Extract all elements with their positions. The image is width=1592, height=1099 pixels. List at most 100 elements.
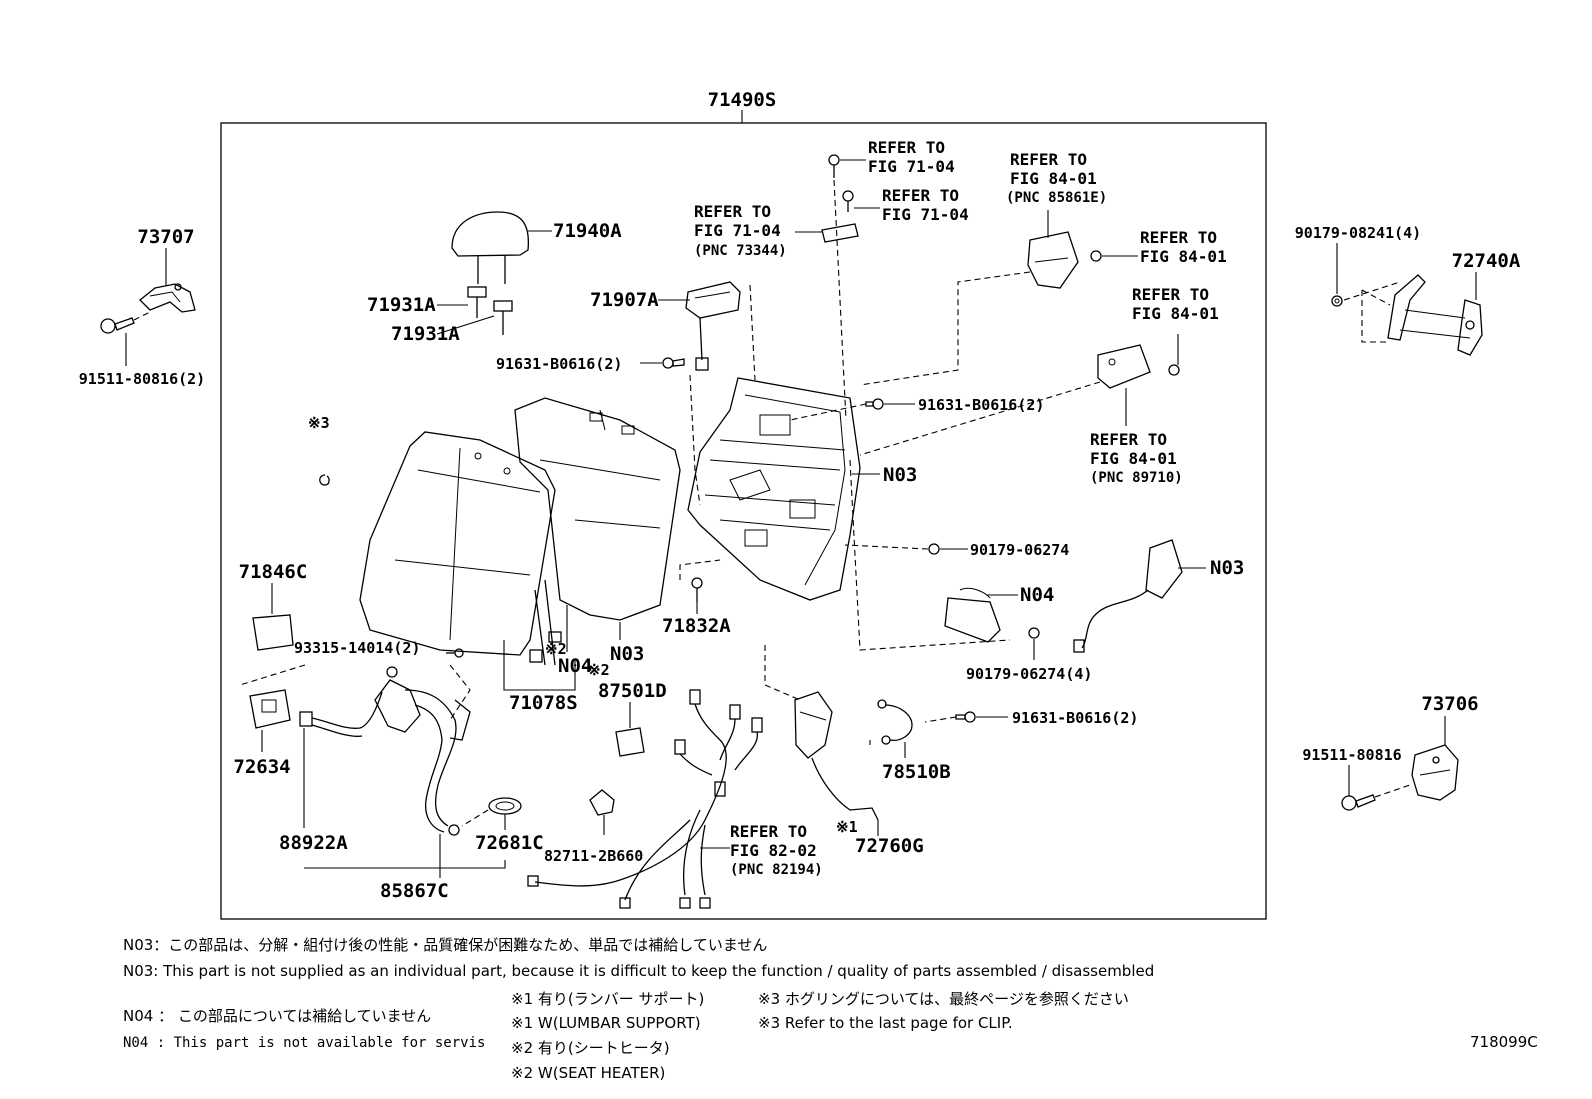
bracket-73707-icon — [139, 283, 196, 313]
ref1-line2: FIG 71-04 — [868, 157, 955, 176]
cap-72681C-icon — [488, 797, 522, 815]
note-s2-jp: ※2 有り(シートヒータ) — [511, 1039, 670, 1057]
ref1-line1: REFER TO — [868, 138, 945, 157]
note-n03-en: N03: This part is not supplied as an ind… — [123, 962, 1154, 980]
label-93315-14014-2: 93315-14014(2) — [294, 639, 420, 657]
bolt-91511-2-icon — [100, 317, 135, 334]
ref8-line3: (PNC 82194) — [730, 862, 823, 878]
mark-2-b: ※2 — [588, 661, 610, 679]
label-91511-80816: 91511-80816 — [1302, 746, 1401, 764]
ref2-line1: REFER TO — [882, 186, 959, 205]
ref4-line1: REFER TO — [1010, 150, 1087, 169]
hog-ring-clip-icon — [319, 474, 330, 486]
lock-71907A-icon — [685, 281, 741, 371]
bracket-73706-icon — [1411, 744, 1459, 801]
catalog-number: 718099C — [1470, 1033, 1538, 1051]
label-71940A: 71940A — [553, 220, 622, 242]
label-78510B: 78510B — [882, 761, 951, 783]
label-71931A-2: 71931A — [391, 323, 460, 345]
nut-90179-08241-icon — [1331, 295, 1343, 307]
ref3-line2: FIG 71-04 — [694, 221, 781, 240]
note-s2-en: ※2 W(SEAT HEATER) — [511, 1064, 665, 1082]
part-85861E-icon — [1027, 231, 1079, 289]
ref8-line1: REFER TO — [730, 822, 807, 841]
label-N04-module: N04 — [1020, 584, 1054, 606]
label-90179-06274-4: 90179-06274(4) — [966, 665, 1092, 683]
bolt-91511-1-icon — [1341, 794, 1376, 811]
ref5-line2: FIG 84-01 — [1140, 247, 1227, 266]
cable-78510B-icon — [877, 699, 913, 745]
ref5-line1: REFER TO — [1140, 228, 1217, 247]
bolt-91631-b-icon — [865, 398, 884, 410]
label-N03-sensor: N03 — [1210, 557, 1244, 579]
ref7-line3: (PNC 89710) — [1090, 470, 1183, 486]
label-73706: 73706 — [1421, 693, 1478, 715]
bracket-ref-3-icon — [821, 223, 859, 243]
note-n03-jp: N03：この部品は、分解・組付け後の性能・品質確保が困難なため、単品では補給して… — [123, 936, 767, 954]
note-s3-jp: ※3 ホグリングについては、最終ページを参照ください — [758, 990, 1129, 1008]
note-s3-en: ※3 Refer to the last page for CLIP. — [758, 1014, 1013, 1032]
ref3-line3: (PNC 73344) — [694, 243, 787, 259]
mark-2-a: ※2 — [545, 640, 567, 658]
cover-71846C-icon — [252, 614, 294, 651]
label-71846C: 71846C — [239, 561, 308, 583]
nut-ref-5-icon — [1090, 250, 1102, 262]
bolt-91631-a-icon — [662, 357, 685, 369]
label-87501D: 87501D — [598, 680, 667, 702]
note-s1-en: ※1 W(LUMBAR SUPPORT) — [511, 1014, 701, 1032]
adjuster-72760G-icon — [794, 691, 879, 821]
sensor-N03-icon — [1073, 539, 1183, 653]
seatback-pad-N03-icon — [514, 397, 681, 621]
label-N03-frame: N03 — [883, 464, 917, 486]
screw-93315-icon — [446, 648, 464, 658]
nut-90179-a-icon — [928, 543, 940, 555]
label-71931A-1: 71931A — [367, 294, 436, 316]
ref2-line2: FIG 71-04 — [882, 205, 969, 224]
knob-72634-icon — [249, 689, 291, 729]
label-88922A: 88922A — [279, 832, 348, 854]
nut-ref-6-icon — [1168, 364, 1180, 376]
label-91631-B0616-2-b: 91631-B0616(2) — [918, 396, 1044, 414]
support-71931A-2-icon — [493, 300, 513, 335]
ref7-line1: REFER TO — [1090, 430, 1167, 449]
label-85867C: 85867C — [380, 880, 449, 902]
switch-87501D-icon — [615, 727, 645, 757]
seatback-frame-N03-icon — [687, 377, 861, 601]
bolt-91631-c-icon — [955, 711, 976, 723]
ref3-line1: REFER TO — [694, 202, 771, 221]
label-71832A: 71832A — [662, 615, 731, 637]
ref6-line2: FIG 84-01 — [1132, 304, 1219, 323]
note-n04-en: N04 : This part is not available for ser… — [123, 1035, 485, 1051]
module-N04-icon — [944, 587, 1001, 643]
seatback-cover-71078S-icon — [359, 431, 562, 666]
hinge-72740A-icon — [1387, 274, 1483, 356]
module-89710-icon — [1097, 344, 1151, 389]
label-90179-06274: 90179-06274 — [970, 541, 1069, 559]
label-91631-B0616-2-c: 91631-B0616(2) — [1012, 709, 1138, 727]
ref7-line2: FIG 84-01 — [1090, 449, 1177, 468]
ref4-line3: (PNC 85861E) — [1006, 190, 1107, 206]
nut-90179-b-icon — [1028, 627, 1040, 639]
clamp-82711-icon — [589, 789, 615, 816]
note-n04-jp: N04 ： この部品については補給していません — [123, 1007, 431, 1025]
clip-71832A-icon — [691, 577, 703, 602]
clip-ref-2-icon — [842, 190, 854, 212]
label-72760G: 72760G — [855, 835, 924, 857]
label-72634: 72634 — [233, 756, 290, 778]
wire-harness-icon — [527, 689, 763, 909]
label-71490S: 71490S — [708, 89, 777, 111]
label-72740A: 72740A — [1452, 250, 1521, 272]
clip-ref-1-icon — [828, 154, 840, 178]
label-73707: 73707 — [137, 226, 194, 248]
label-72681C: 72681C — [475, 832, 544, 854]
headrest-71940A-icon — [451, 211, 530, 284]
label-71078S: 71078S — [509, 692, 578, 714]
support-71931A-1-icon — [467, 286, 487, 318]
label-90179-08241-4: 90179-08241(4) — [1295, 224, 1421, 242]
mark-1: ※1 — [836, 818, 858, 836]
ref6-line1: REFER TO — [1132, 285, 1209, 304]
ref4-line2: FIG 84-01 — [1010, 169, 1097, 188]
label-82711-2B660: 82711-2B660 — [544, 847, 643, 865]
assembly-frame — [220, 122, 1267, 920]
